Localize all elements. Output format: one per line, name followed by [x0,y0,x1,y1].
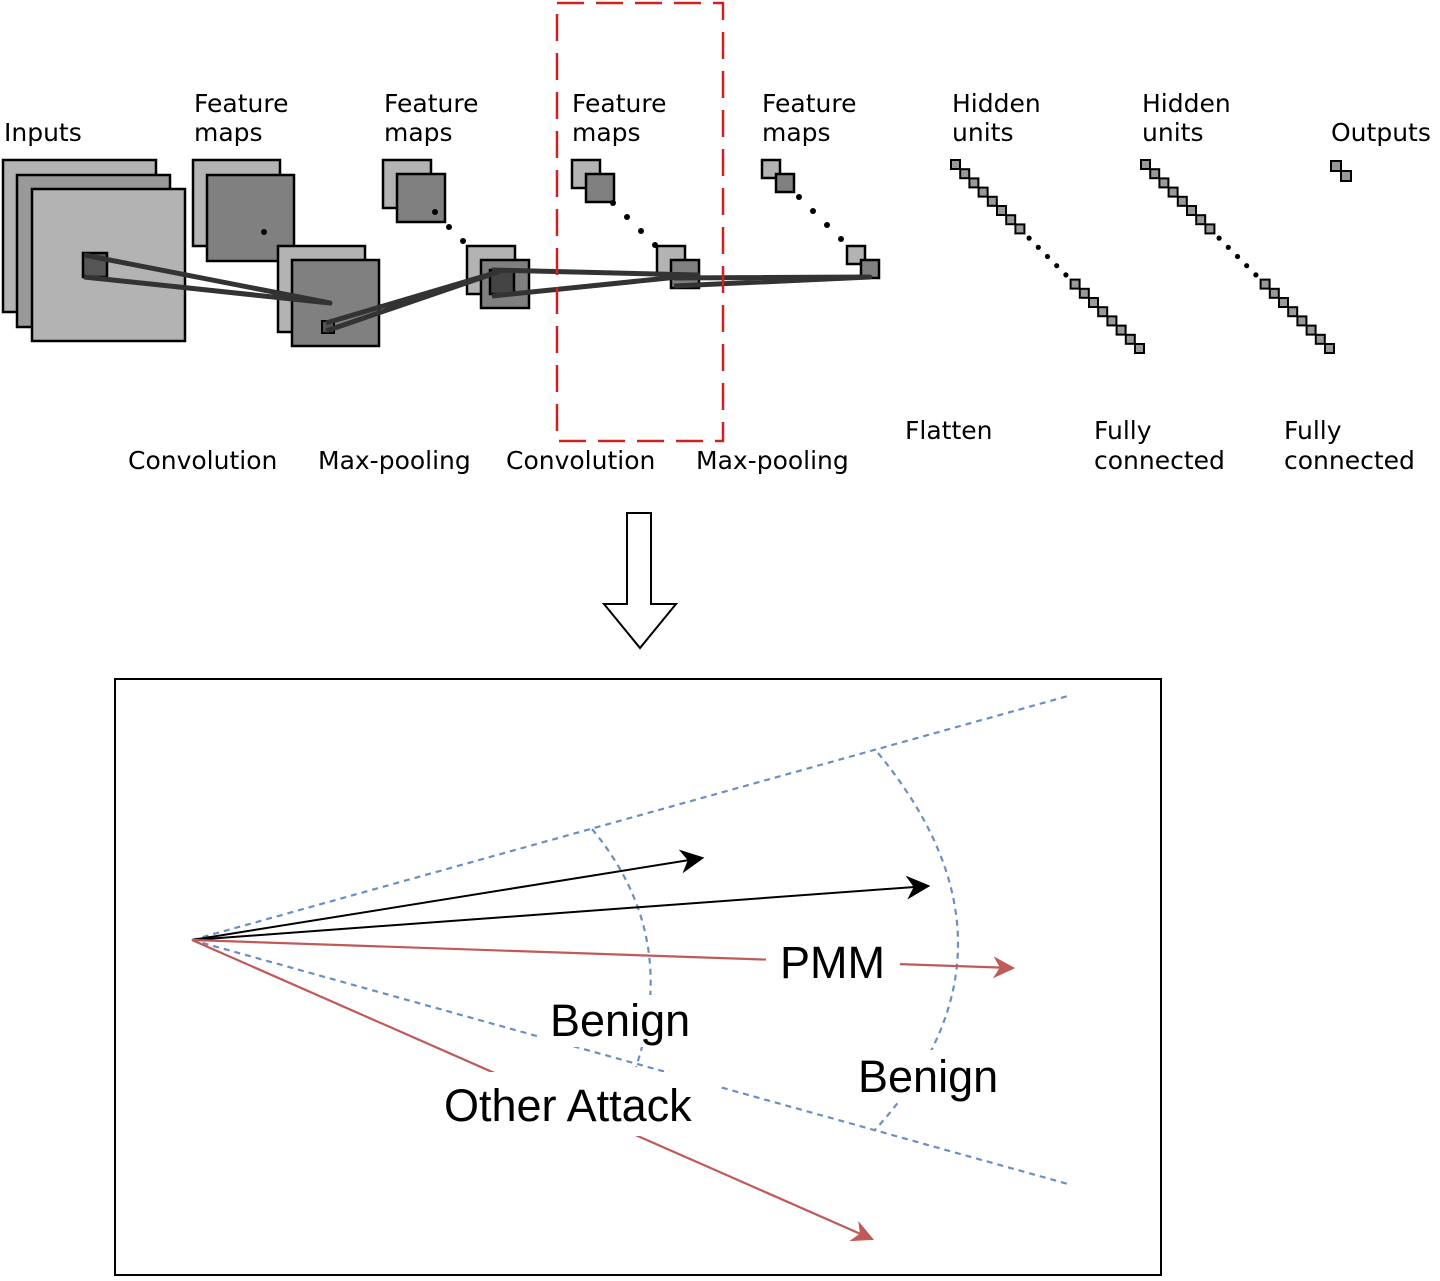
hidden-unit [1014,223,1026,235]
hidden-unit [1115,324,1127,336]
ellipsis-dot [1026,235,1032,241]
label-op-conv1: Convolution [128,446,277,475]
label-hidden2-line2: units [1142,118,1203,147]
label-op-pool2: Max-pooling [696,446,849,475]
hidden-unit [1259,278,1271,290]
hidden-unit [996,205,1007,216]
hidden-units-1 [950,159,1145,354]
label-op-fc2-line2: connected [1284,446,1415,475]
hidden-unit [1167,186,1179,198]
hidden-unit [1268,287,1280,299]
cnn-architecture: Inputs Feature maps Feature maps Feature… [1,1,1431,475]
label-op-pool1: Max-pooling [318,446,471,475]
hidden-unit [1149,168,1161,180]
highlight-box [555,1,725,443]
label-fm4-line1: Feature [762,89,856,118]
label-fm1-line1: Feature [194,89,288,118]
benign-vectors [191,849,931,941]
hidden-unit [1204,223,1216,235]
hidden-unit [950,159,961,170]
ellipsis-dot [1244,263,1250,269]
label-benign-inner: Benign [550,995,690,1046]
ellipsis-dot [1253,272,1259,278]
hidden-unit [1005,214,1017,226]
label-fm2-line1: Feature [384,89,478,118]
label-op-fc1-line1: Fully [1094,416,1152,445]
hidden-unit [1097,306,1109,318]
label-inputs: Inputs [4,118,82,147]
down-arrow [601,512,679,650]
input-maps [1,158,187,343]
ellipsis-dot [1216,235,1222,241]
hidden-unit [1176,195,1188,207]
hidden-units-2 [1140,159,1335,354]
label-op-fc1-line2: connected [1094,446,1225,475]
ellipsis-dot [1063,272,1069,278]
hidden-unit [1314,333,1326,345]
hidden-unit [959,168,971,180]
hidden-unit [1158,177,1170,189]
hidden-unit [1195,214,1207,226]
label-op-flatten: Flatten [905,416,992,445]
ellipsis-dot [1225,244,1231,250]
hidden-unit [977,186,989,198]
label-hidden2-line1: Hidden [1142,89,1231,118]
label-benign-outer: Benign [858,1051,998,1102]
hidden-unit [1106,315,1118,327]
hidden-unit [1324,343,1335,354]
ellipsis-dot [1035,244,1041,250]
label-hidden1-line2: units [952,118,1013,147]
label-fm1-line2: maps [194,118,263,147]
label-other-attack: Other Attack [444,1080,692,1131]
ellipsis-dot [1234,253,1241,260]
label-pmm: PMM [780,937,885,988]
feature-maps-2 [381,158,531,310]
label-fm2-line2: maps [384,118,453,147]
hidden-unit [1124,333,1136,345]
hidden-unit [1078,287,1090,299]
hidden-unit [1088,297,1099,308]
label-fm3-line1: Feature [572,89,666,118]
hidden-unit [1134,343,1145,354]
decision-space-panel: PMM Benign Benign Other Attack [114,678,1162,1276]
connection-lines [83,252,873,334]
label-fm3-line2: maps [572,118,641,147]
label-op-fc2-line1: Fully [1284,416,1342,445]
feature-maps-3 [570,158,701,290]
panel-frame [114,678,1162,1276]
label-op-conv2: Convolution [506,446,655,475]
feature-maps-4 [760,158,881,280]
hidden-unit [1305,324,1317,336]
ellipsis-dot [1044,253,1051,260]
label-outputs: Outputs [1331,118,1431,147]
ellipsis-dot [1054,263,1060,269]
label-hidden1-line1: Hidden [952,89,1041,118]
hidden-unit [986,195,998,207]
hidden-unit [1296,315,1308,327]
hidden-unit [1186,205,1197,216]
hidden-unit [1069,278,1081,290]
hidden-unit [1140,159,1151,170]
output-units [1330,160,1352,182]
label-fm4-line2: maps [762,118,831,147]
hidden-unit [1287,306,1299,318]
hidden-unit [968,177,980,189]
hidden-unit [1278,297,1289,308]
